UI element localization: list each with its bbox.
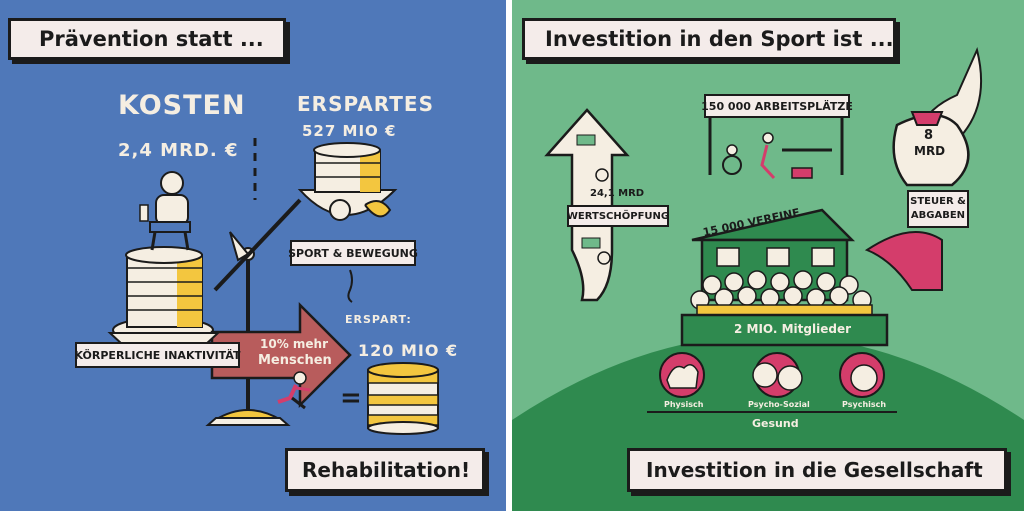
health-psychisch: Psychisch — [842, 400, 887, 409]
health-icons — [659, 352, 885, 398]
left-panel: Prävention statt ... KOSTEN 2,4 MRD. € E… — [0, 0, 506, 511]
equals-sign: = — [340, 383, 362, 413]
left-bottom-label: Rehabilitation! — [285, 448, 485, 492]
tax-label-line1: STEUER & — [910, 196, 966, 207]
sitting-person-icon — [139, 171, 191, 251]
members-label: 2 MIO. Mitglieder — [734, 322, 851, 336]
tax-amount-1: 8 — [924, 128, 934, 143]
panel-divider — [506, 0, 512, 511]
jobs-label: 150 000 ARBEITSPLÄTZE — [701, 94, 853, 118]
erspart-amount: 120 MIO € — [358, 341, 459, 360]
value-label: WERTSCHÖPFUNG — [567, 205, 669, 227]
tax-label-line2: ABGABEN — [910, 210, 966, 221]
crowd-members — [690, 270, 872, 310]
tax-label: STEUER & ABGABEN — [907, 190, 969, 228]
right-title: Investition in den Sport ist ... — [522, 18, 896, 60]
inactivity-label: KÖRPERLICHE INAKTIVITÄT — [75, 342, 241, 368]
arrow-text-1: 10% mehr — [260, 337, 329, 351]
left-illustration — [0, 0, 506, 511]
result-coin-stack — [367, 362, 439, 435]
health-physisch: Physisch — [664, 400, 704, 409]
value-amount: 24,1 MRD — [590, 188, 645, 199]
kosten-label: KOSTEN — [118, 90, 246, 121]
cost-coin-stack — [112, 246, 214, 343]
sport-label: SPORT & BEWEGUNG — [288, 240, 418, 266]
right-illustration — [512, 0, 1024, 511]
money-bag-icon — [864, 46, 983, 291]
saved-coin-stack — [297, 142, 398, 221]
erspartes-amount: 527 MIO € — [302, 122, 397, 140]
health-psycho-sozial: Psycho-Sozial — [748, 400, 810, 409]
arrow-more-people — [210, 301, 352, 409]
running-person-icon — [277, 371, 311, 410]
erspart-label: ERSPART: — [345, 313, 412, 326]
kosten-amount: 2,4 MRD. € — [118, 140, 239, 161]
gesund-label: Gesund — [752, 417, 799, 430]
tax-amount-2: MRD — [914, 144, 946, 158]
arrow-text-2: Menschen — [258, 353, 332, 368]
jobs-scene — [708, 112, 844, 180]
scale-stand — [205, 198, 353, 426]
left-title: Prävention statt ... — [8, 18, 286, 60]
right-bottom-label: Investition in die Gesellschaft — [627, 448, 1007, 492]
right-panel: Investition in den Sport ist ... 24,1 MR… — [512, 0, 1024, 511]
erspartes-label: ERSPARTES — [297, 92, 434, 116]
